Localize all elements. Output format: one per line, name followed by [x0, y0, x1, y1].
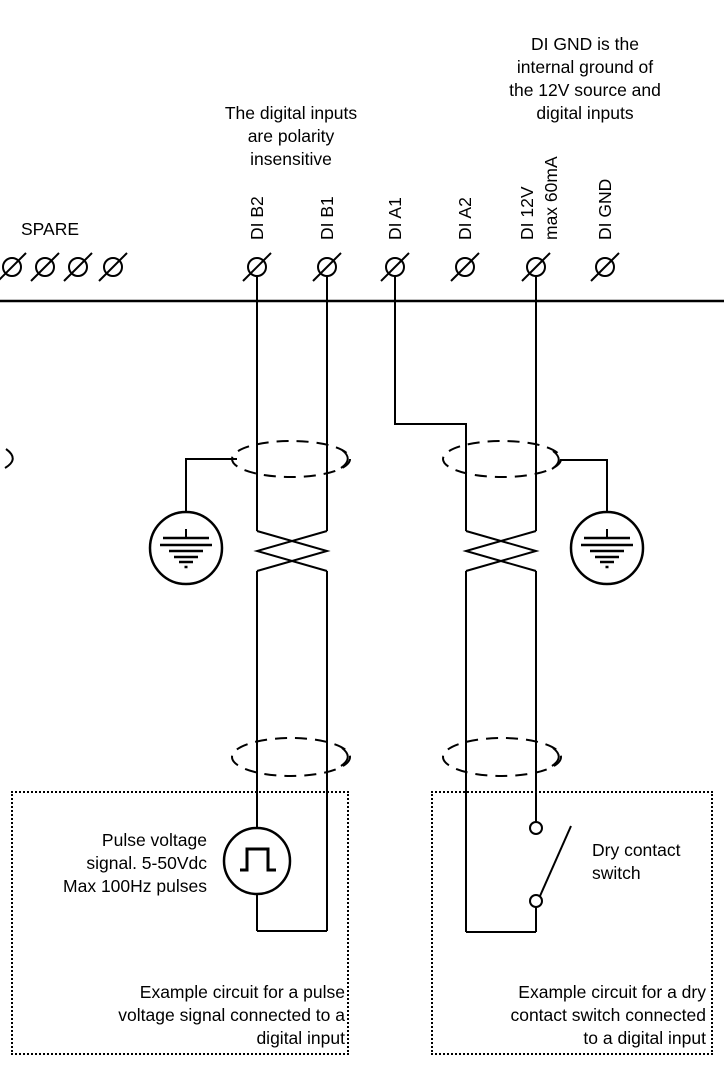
shield-ellipses	[231, 440, 562, 777]
twisted-pair-icon-right	[462, 530, 540, 572]
terminal-icon	[30, 252, 60, 282]
cable-shield-ellipse	[442, 440, 562, 478]
example-box-pulse	[11, 791, 349, 1055]
terminal-label-di-gnd: DI GND	[595, 178, 615, 240]
terminal-icon	[98, 252, 128, 282]
terminal-stubs	[256, 276, 537, 301]
wire-di-a1	[394, 301, 467, 932]
terminal-icon-di-gnd	[590, 252, 620, 282]
caption-dry-contact-circuit: Example circuit for a dry contact switch…	[510, 982, 706, 1048]
spare-label: SPARE	[21, 219, 80, 239]
pulse-source-icon	[222, 826, 292, 896]
example-box-dry-contact	[431, 791, 713, 1055]
caption-pulse-circuit: Example circuit for a pulse voltage sign…	[118, 982, 345, 1048]
note-di-gnd: DI GND is the internal ground of the 12V…	[509, 34, 661, 123]
note-polarity: The digital inputs are polarity insensit…	[224, 103, 358, 169]
shield-tip-arc	[551, 747, 560, 767]
twisted-pair-icon-left	[253, 530, 331, 572]
earth-ground-icon	[569, 510, 645, 586]
cable-shield-ellipse	[442, 737, 562, 777]
terminal-label-di-b2: DI B2	[247, 196, 267, 240]
shield-tip-arc-cutoff	[4, 448, 14, 469]
shield-tip-arc	[340, 449, 349, 469]
terminal-icon	[63, 252, 93, 282]
terminal-label-di-a2: DI A2	[455, 197, 475, 240]
pulse-source-label: Pulse voltage signal. 5-50Vdc Max 100Hz …	[63, 830, 207, 896]
switch-label: Dry contact switch	[592, 840, 681, 883]
shield-tip-arc	[551, 450, 560, 470]
spare-terminals	[0, 252, 128, 282]
cable-shield-ellipse	[231, 440, 351, 478]
terminal-label-di-a1: DI A1	[385, 197, 405, 240]
shield-tip-arcs	[4, 448, 560, 767]
wire-shield-drain-left	[185, 458, 237, 512]
wire-shield-drain-right	[560, 459, 608, 512]
terminal-label-max-60ma: max 60mA	[541, 156, 561, 240]
terminal-label-di-12v: DI 12V	[517, 186, 537, 241]
terminal-icon-di-a2	[450, 252, 480, 282]
terminal-icon	[0, 252, 27, 281]
shield-tip-arc	[340, 747, 349, 767]
earth-ground-icon	[148, 510, 224, 586]
cable-shield-ellipse	[231, 737, 351, 777]
terminal-label-di-b1: DI B1	[317, 196, 337, 240]
dry-contact-switch-icon	[529, 821, 572, 908]
digital-input-terminals	[242, 252, 620, 282]
